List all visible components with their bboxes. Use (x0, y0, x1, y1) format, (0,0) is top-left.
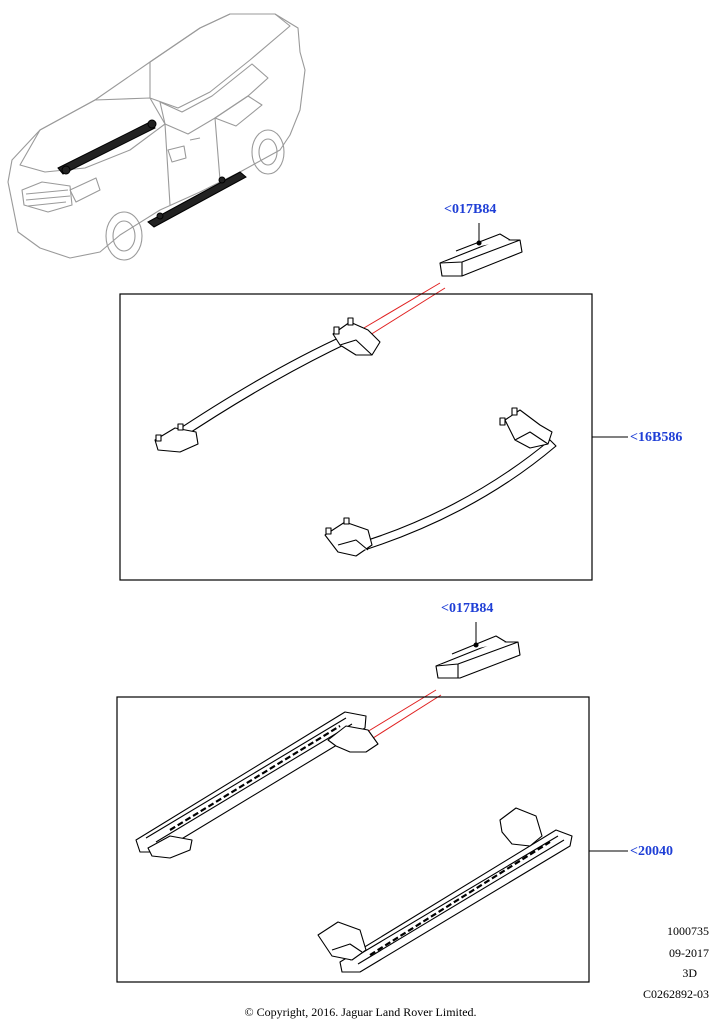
callout-side-steps[interactable]: <20040 (630, 844, 673, 859)
callout-lower-cover[interactable]: <017B84 (441, 601, 494, 616)
side-step-left (135, 711, 379, 859)
meta-code: C0262892-03 (643, 987, 709, 1001)
callout-roof-rails[interactable]: <16B586 (630, 430, 683, 445)
side-step-right (317, 807, 573, 973)
cover-part-lower (435, 635, 521, 679)
red-leaders-upper (351, 282, 446, 341)
meta-ref: 1000735 (667, 924, 709, 938)
meta-view: 3D (682, 966, 697, 980)
roof-rail-left (154, 317, 381, 453)
callout-upper-cover[interactable]: <017B84 (444, 202, 497, 217)
side-steps-box (116, 696, 590, 983)
vehicle-side-step-highlight (147, 171, 247, 228)
copyright-notice: © Copyright, 2016. Jaguar Land Rover Lim… (244, 1005, 477, 1019)
vehicle-roof-rail-highlight (57, 119, 157, 175)
cover-part-upper (439, 233, 523, 277)
meta-date: 09-2017 (669, 946, 709, 960)
vehicle-illustration (7, 13, 306, 261)
roof-rail-right (324, 407, 557, 557)
